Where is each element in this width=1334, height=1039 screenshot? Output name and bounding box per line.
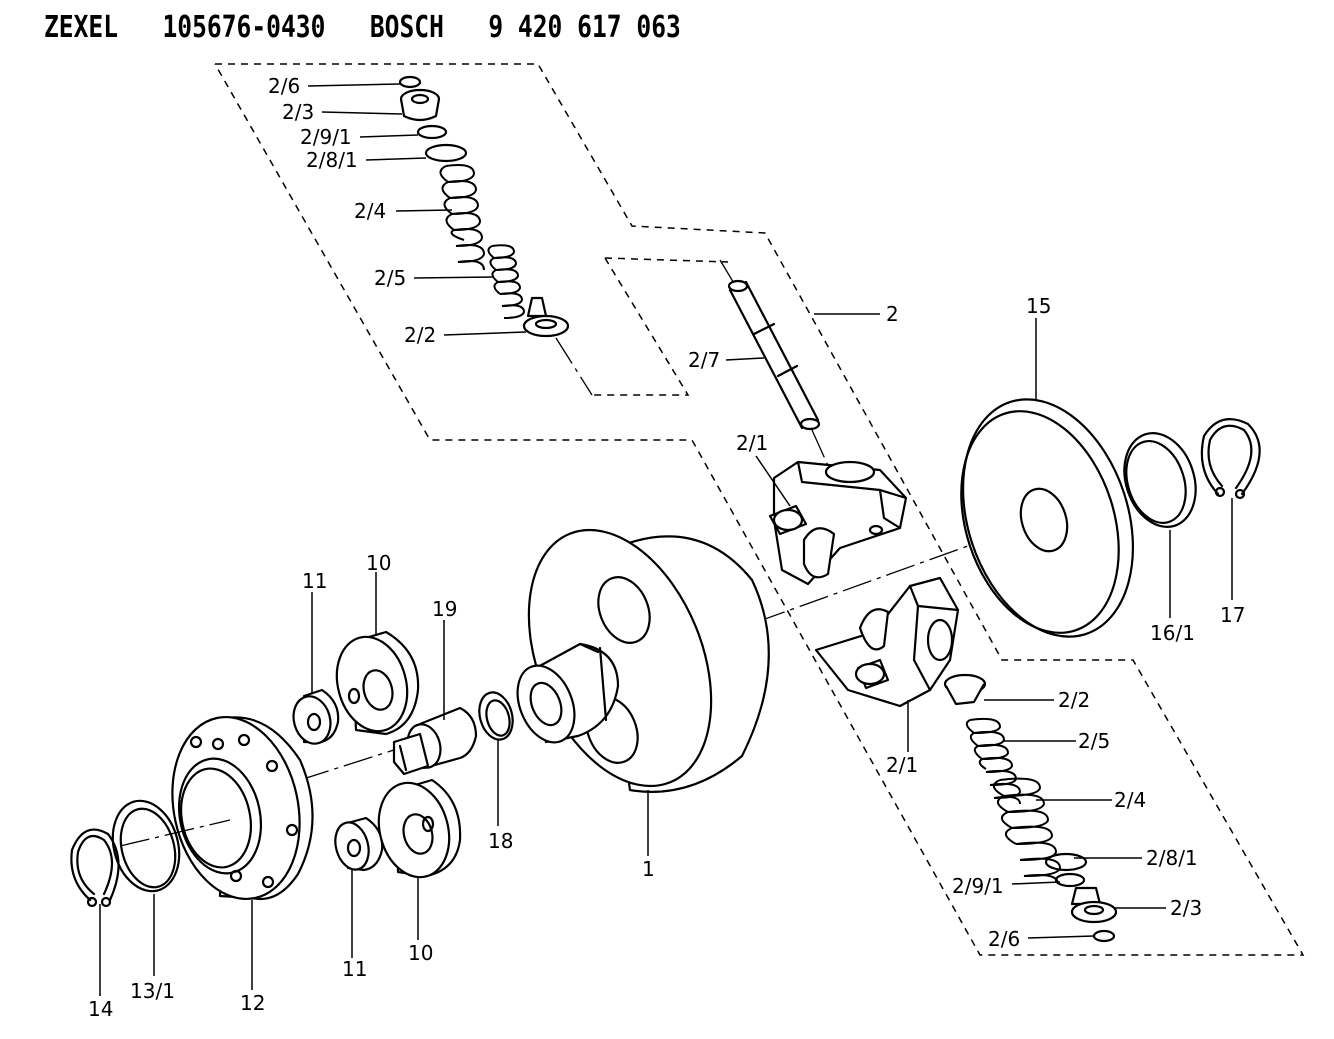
label-11-top: 11	[302, 569, 327, 593]
label-12: 12	[240, 991, 265, 1015]
label-2-5-top: 2/5	[374, 266, 406, 290]
pin-2-7-icon	[719, 259, 831, 471]
flyweight-2-1-top-icon	[768, 460, 908, 586]
label-14: 14	[88, 997, 113, 1021]
label-2-3-bottom: 2/3	[1170, 896, 1202, 920]
label-2: 2	[886, 302, 899, 326]
part-labels: 2/6 2/3 2/9/1 2/8/1 2/4 2/5 2/2 2/7 2 2/…	[88, 74, 1245, 1021]
label-2-3-top: 2/3	[282, 100, 314, 124]
label-2-2-bottom: 2/2	[1058, 688, 1090, 712]
shim-2-8-1-bottom-icon	[1044, 852, 1088, 872]
sleeve-11-top-icon	[292, 688, 340, 745]
circlip-17-icon	[1200, 418, 1261, 500]
label-1: 1	[642, 857, 655, 881]
valve-2-2-bottom-icon	[943, 673, 987, 706]
leader-lines	[99, 83, 1233, 996]
bushing-10-top-icon	[335, 630, 420, 736]
page-title: ZEXEL 105676-0430 BOSCH 9 420 617 063	[44, 10, 681, 45]
label-2-6-bottom: 2/6	[988, 927, 1020, 951]
label-19: 19	[432, 597, 457, 621]
label-15: 15	[1026, 294, 1051, 318]
shim-2-8-1-top-icon	[424, 143, 468, 163]
ring-13-1-icon	[111, 799, 181, 893]
spring-seat-2-3-top-icon	[399, 88, 441, 122]
label-2-4-top: 2/4	[354, 199, 386, 223]
circlip-2-6-top-icon	[398, 75, 422, 89]
bolt-19-icon	[392, 706, 478, 776]
label-17: 17	[1220, 603, 1245, 627]
label-2-6-top: 2/6	[268, 74, 300, 98]
label-2-9-1-bottom: 2/9/1	[952, 874, 1004, 898]
label-2-8-1-bottom: 2/8/1	[1146, 846, 1198, 870]
label-18: 18	[488, 829, 513, 853]
label-2-1-top: 2/1	[736, 431, 768, 455]
washer-2-9-1-bottom-icon	[1054, 872, 1086, 888]
disc-15-icon	[960, 398, 1135, 638]
label-10-top: 10	[366, 551, 391, 575]
label-10-bottom: 10	[408, 941, 433, 965]
label-2-8-1-top: 2/8/1	[306, 148, 358, 172]
label-2-1-bottom: 2/1	[886, 753, 918, 777]
flyweight-2-1-bottom-icon	[814, 576, 960, 708]
flange-12-icon	[119, 715, 314, 901]
circlip-14-icon	[70, 828, 120, 908]
spring-2-5-bottom-icon	[965, 717, 1022, 805]
label-2-9-1-top: 2/9/1	[300, 125, 352, 149]
assembly-2-boundary	[214, 63, 1305, 956]
spring-seat-2-3-bottom-icon	[1070, 886, 1118, 924]
circlip-2-6-bottom-icon	[1092, 929, 1116, 943]
spring-2-4-top-icon	[439, 164, 486, 271]
ring-18-icon	[478, 691, 514, 741]
housing-1-icon	[516, 528, 770, 793]
ring-16-1-icon	[1123, 432, 1197, 528]
bushing-10-bottom-icon	[377, 778, 462, 879]
bottom-valve-assembly	[943, 673, 1118, 943]
valve-2-2-top-icon	[522, 296, 570, 338]
label-2-4-bottom: 2/4	[1114, 788, 1146, 812]
label-2-7: 2/7	[688, 348, 720, 372]
top-valve-assembly	[398, 75, 593, 396]
washer-2-9-1-top-icon	[416, 124, 448, 140]
label-16-1: 16/1	[1150, 621, 1195, 645]
label-2-5-bottom: 2/5	[1078, 729, 1110, 753]
label-11-bottom: 11	[342, 957, 367, 981]
spring-2-5-top-icon	[487, 244, 526, 319]
label-13-1: 13/1	[130, 979, 175, 1003]
spring-2-4-bottom-icon	[993, 777, 1062, 885]
label-2-2-top: 2/2	[404, 323, 436, 347]
sleeve-11-bottom-icon	[334, 816, 384, 872]
